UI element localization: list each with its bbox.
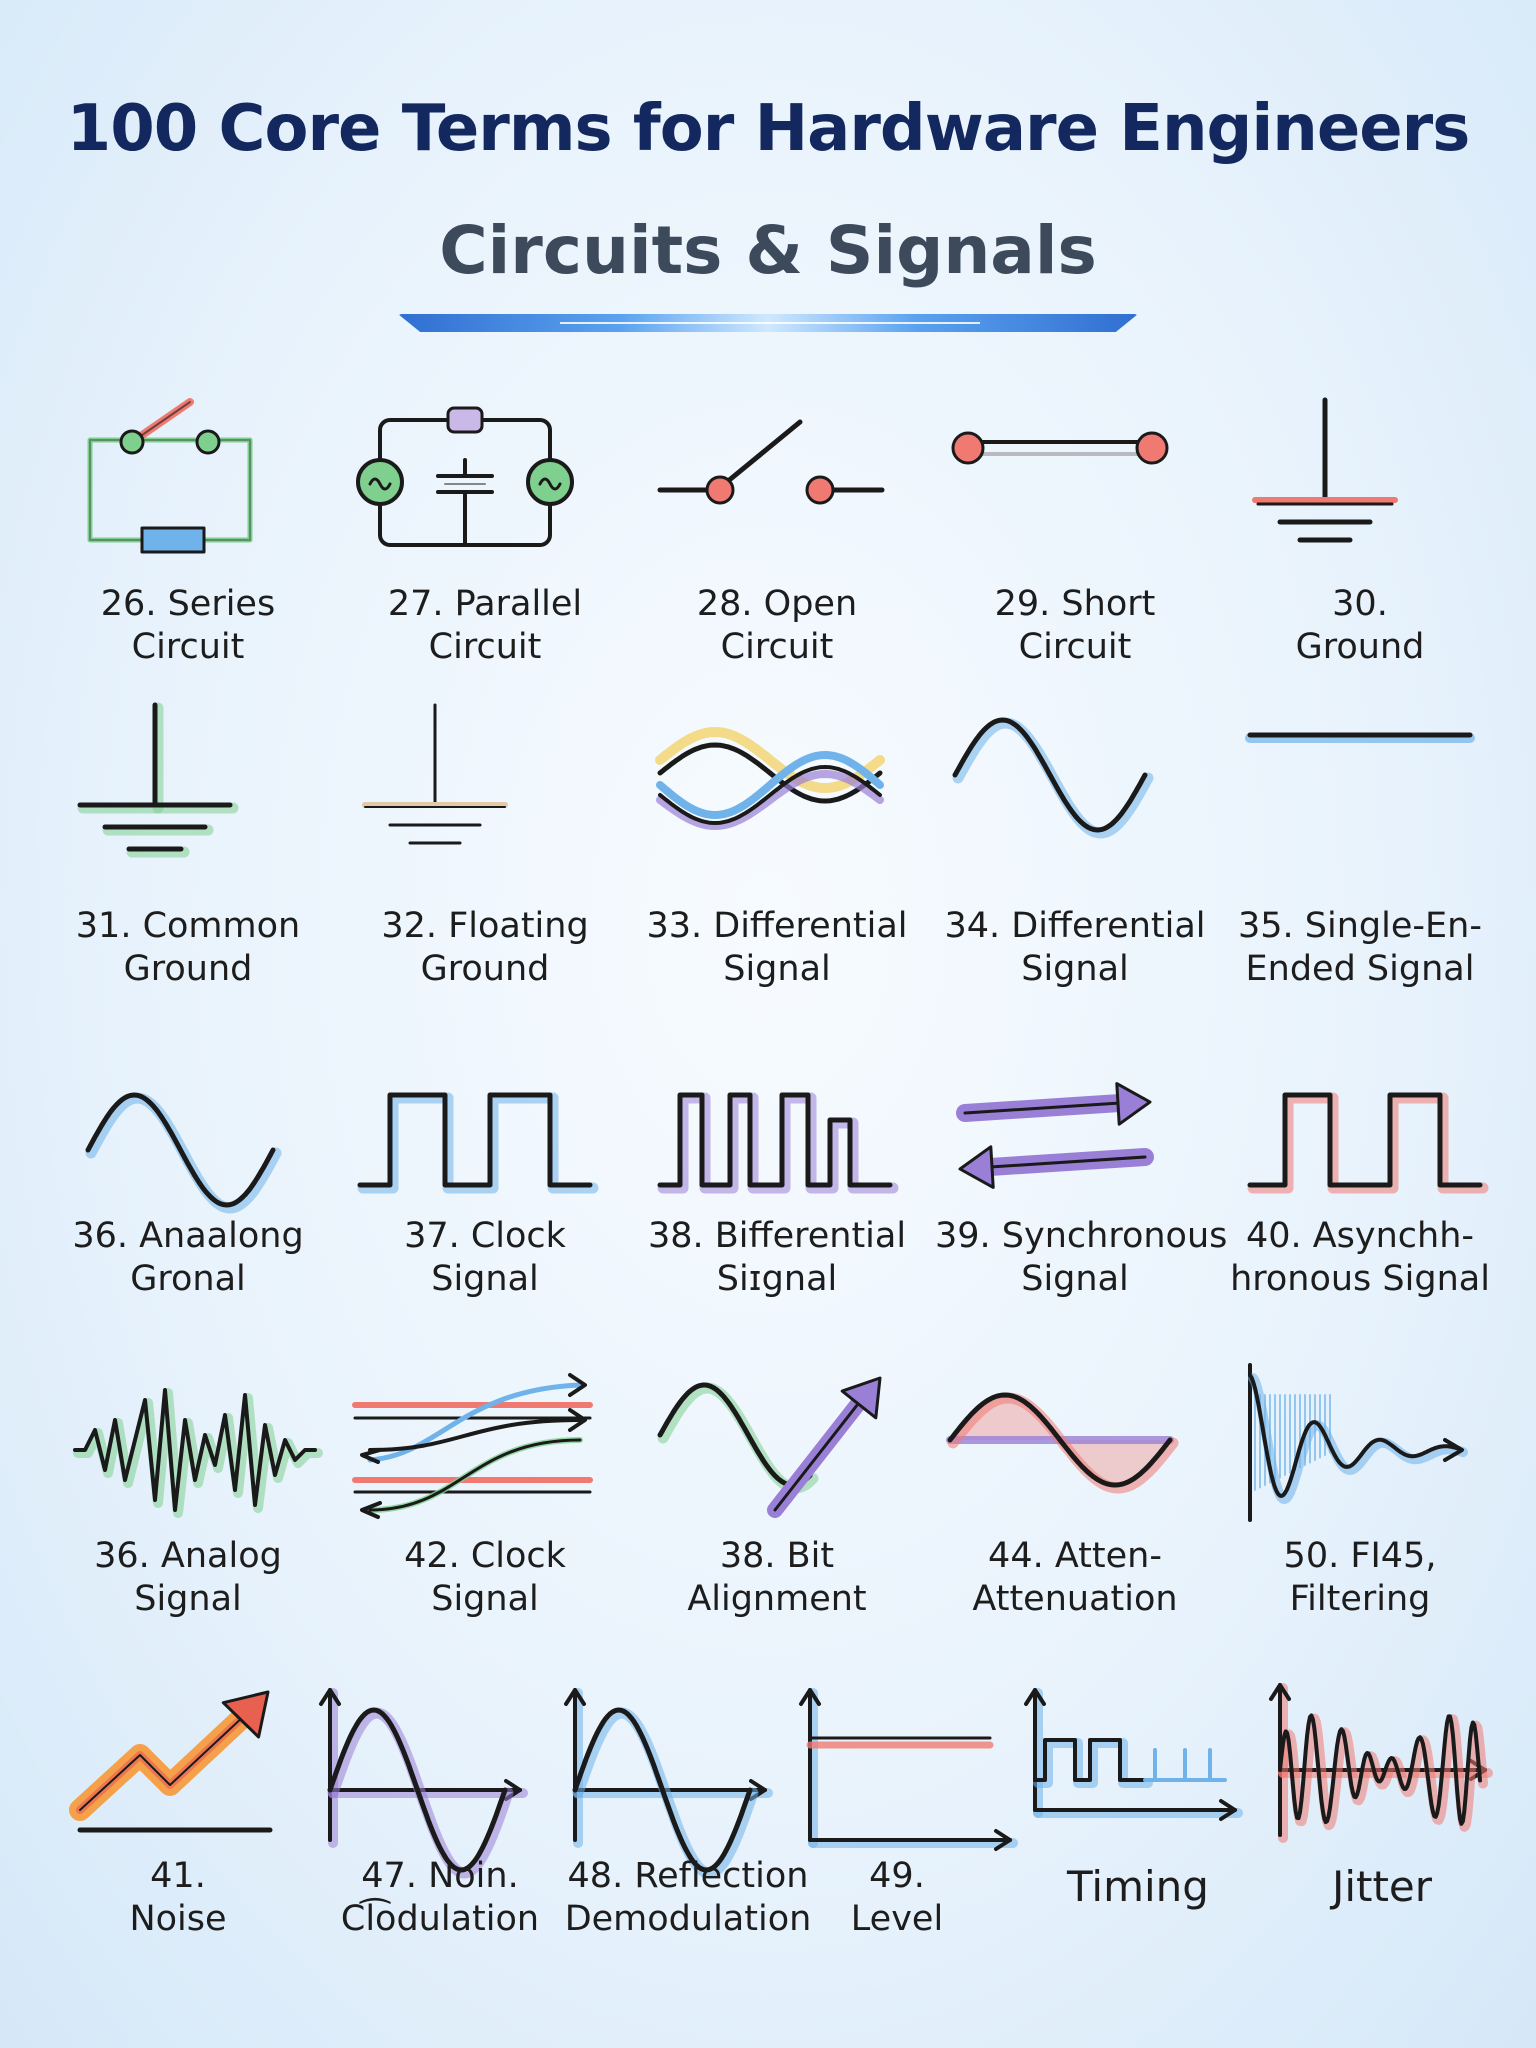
term-label-line2: Signal [1021, 1259, 1129, 1299]
term-label-line1: 30. [1332, 584, 1388, 624]
term-label-line2: Circuit [131, 627, 245, 667]
term-label: Jitter [1242, 1865, 1522, 1908]
term-label-line2: Signal [431, 1579, 539, 1619]
term-label-line1: 32. Floating [381, 906, 589, 946]
term-label-line1: 28. Open [696, 584, 858, 624]
term-label-line1: 27. Parallel [387, 584, 583, 624]
term-label-line2: hronous Signal [1230, 1259, 1490, 1299]
term-label-line2: Attenuation [972, 1579, 1178, 1619]
term-label-line1: 49. [869, 1856, 925, 1896]
page-title: 100 Core Terms for Hardware Engineers [66, 92, 1471, 166]
term-label-line2: Timing [1067, 1862, 1209, 1911]
term-label-line1: 38. Bit [719, 1536, 835, 1576]
term-label: 50. FI45,Filtering [1220, 1535, 1500, 1621]
term-label-line2: Level [850, 1899, 944, 1939]
term-label-line1: 35. Single-En- [1238, 906, 1482, 946]
term-label-line2: Cl͡odulation [340, 1899, 540, 1939]
term-label-line2: Signal [723, 949, 831, 989]
term-label-line1: 48. Reflection [567, 1856, 809, 1896]
term-label-line2: Circuit [428, 627, 542, 667]
term-label: 44. Atten-Attenuation [935, 1535, 1215, 1621]
term-label-line1: 37. Clock [404, 1216, 566, 1256]
term-label-line2: Circuit [1018, 627, 1132, 667]
term-label: Timing [998, 1865, 1278, 1908]
term-label-line1: 36. Anaalong [72, 1216, 304, 1256]
term-label-line2: Gronal [130, 1259, 246, 1299]
term-label-line1: 40. Asynchh- [1245, 1216, 1475, 1256]
term-label-line1: 44. Atten- [988, 1536, 1162, 1576]
title-divider-highlight [560, 322, 980, 324]
term-label-line2: Ground [123, 949, 253, 989]
term-label: 47. Noin.Cl͡odulation [300, 1855, 580, 1941]
term-label-line2: Demodulation [564, 1899, 812, 1939]
term-label-line1: 47. Noin. [361, 1856, 519, 1896]
term-label-line1: 29. Short [994, 584, 1156, 624]
term-label-line1: 36. Analog [94, 1536, 282, 1576]
term-label-line1: 41. [150, 1856, 206, 1896]
term-label-line1: 38. Bifferential [647, 1216, 907, 1256]
term-label: 40. Asynchh-hronous Signal [1220, 1215, 1500, 1301]
term-label-line2: Ground [420, 949, 550, 989]
term-label: 30.Ground [1220, 583, 1500, 669]
term-label-line2: Circuit [720, 627, 834, 667]
term-label-line1: 39. Synchronous [935, 1216, 1228, 1256]
term-label-line2: Jitter [1331, 1862, 1433, 1911]
term-label-line2: Ground [1295, 627, 1425, 667]
term-label: 49.Level [757, 1855, 1037, 1941]
term-label-line2: Alignment [687, 1579, 867, 1619]
term-label-line2: Ended Signal [1245, 949, 1475, 989]
term-label: 35. Single-En-Ended Signal [1220, 905, 1500, 991]
term-label-line1: 50. FI45, [1283, 1536, 1437, 1576]
term-label: 41.Noise [38, 1855, 318, 1941]
term-label-line2: Filtering [1289, 1579, 1431, 1619]
page-subtitle: Circuits & Signals [439, 212, 1097, 289]
term-label-line2: Siɪgnal [716, 1259, 838, 1299]
term-label-line1: 34. Differential [944, 906, 1206, 946]
term-label-line2: Signal [134, 1579, 242, 1619]
term-label-line1: 42. Clock [404, 1536, 566, 1576]
term-label-line2: Noise [129, 1899, 227, 1939]
term-label-line1: 26. Series [100, 584, 276, 624]
term-label-line2: Signal [431, 1259, 539, 1299]
term-label-line2: Signal [1021, 949, 1129, 989]
term-label-line1: 33. Differential [646, 906, 908, 946]
term-label-line1: 31. Common [75, 906, 301, 946]
